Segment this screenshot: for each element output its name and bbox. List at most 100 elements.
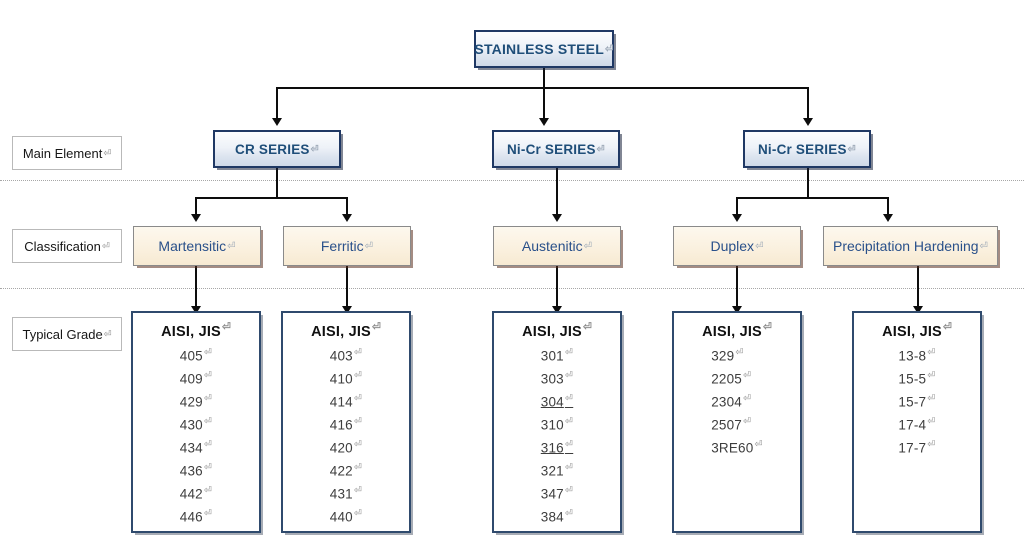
grade-item: 2205⏎ [711, 369, 752, 387]
node-duplex-label: Duplex [710, 238, 755, 254]
node-austenitic-label: Austenitic [521, 238, 583, 254]
grade-item: 431⏎ [329, 484, 363, 502]
connector-nicr2-to-ph [887, 197, 889, 216]
grade-box-duplex[interactable]: AISI, JIS⏎ 329⏎2205⏎2304⏎2507⏎3RE60⏎ [672, 311, 802, 533]
connector-nicr2-stem [807, 168, 809, 198]
connector-cr-stem [276, 168, 278, 198]
pilcrow-mark: ⏎ [203, 415, 213, 427]
pilcrow-mark: ⏎ [755, 240, 764, 252]
pilcrow-mark: ⏎ [564, 346, 574, 358]
pilcrow-mark: ⏎ [604, 43, 614, 55]
connector-nicr2-to-duplex [736, 197, 738, 216]
grade-item: 347⏎ [540, 484, 574, 502]
grade-item: 15-7⏎ [898, 392, 936, 410]
grade-item: 17-4⏎ [898, 415, 936, 433]
node-martensitic-label: Martensitic [158, 238, 227, 254]
connector-austenitic-to-grades [556, 266, 558, 308]
node-ferritic[interactable]: Ferritic⏎ [283, 226, 411, 266]
grade-item: 420⏎ [329, 438, 363, 456]
pilcrow-mark: ⏎ [596, 143, 605, 155]
grade-item: 416⏎ [329, 415, 363, 433]
grade-list: 13-8⏎15-5⏎15-7⏎17-4⏎17-7⏎ [898, 347, 935, 462]
grade-item: 301⏎ [540, 346, 574, 364]
grade-item: 403⏎ [329, 346, 363, 364]
connector-cr-to-ferritic [346, 197, 348, 216]
pilcrow-mark: ⏎ [564, 415, 574, 427]
pilcrow-mark: ⏎ [743, 392, 752, 404]
pilcrow-mark: ⏎ [353, 346, 363, 358]
node-duplex[interactable]: Duplex⏎ [673, 226, 801, 266]
pilcrow-mark: ⏎ [353, 461, 363, 473]
row-label-classification-text: Classification [24, 238, 101, 254]
grade-item: 3RE60⏎ [711, 438, 763, 456]
connector-cr-bus [196, 197, 348, 199]
pilcrow-mark: ⏎ [927, 415, 936, 427]
pilcrow-mark: ⏎ [103, 328, 112, 339]
node-ni-cr-series-2[interactable]: Ni-Cr SERIES⏎ [743, 130, 871, 168]
grade-box-martensitic[interactable]: AISI, JIS⏎ 405⏎409⏎429⏎430⏎434⏎436⏎442⏎4… [131, 311, 261, 533]
grade-item: 17-7⏎ [898, 438, 936, 456]
pilcrow-mark: ⏎ [564, 392, 574, 404]
pilcrow-mark: ⏎ [583, 240, 593, 252]
pilcrow-mark: ⏎ [735, 346, 744, 358]
pilcrow-mark: ⏎ [754, 438, 763, 450]
divider-main-element [0, 180, 1024, 181]
node-martensitic[interactable]: Martensitic⏎ [133, 226, 261, 266]
grade-item: 316⏎ [540, 438, 574, 456]
arrow-ph-to-grades [913, 306, 923, 314]
grade-item: 422⏎ [329, 461, 363, 479]
grade-header: AISI, JIS⏎ [882, 322, 952, 340]
node-ni-cr-series-1[interactable]: Ni-Cr SERIES⏎ [492, 130, 620, 168]
grade-item: 429⏎ [179, 392, 213, 410]
pilcrow-mark: ⏎ [364, 240, 374, 252]
pilcrow-mark: ⏎ [203, 484, 213, 496]
connector-cr-to-martensitic [195, 197, 197, 216]
grade-box-ferritic[interactable]: AISI, JIS⏎ 403⏎410⏎414⏎416⏎420⏎422⏎431⏎4… [281, 311, 411, 533]
connector-nicr2-bus [737, 197, 889, 199]
pilcrow-mark: ⏎ [927, 392, 936, 404]
pilcrow-mark: ⏎ [564, 369, 574, 381]
node-precipitation-hardening[interactable]: Precipitation Hardening⏎ [823, 226, 998, 266]
connector-duplex-to-grades [736, 266, 738, 308]
grade-item: 303⏎ [540, 369, 574, 387]
row-label-classification: Classification⏎ [12, 229, 122, 263]
arrow-martensitic-to-grades [191, 306, 201, 314]
pilcrow-mark: ⏎ [353, 484, 363, 496]
grade-list: 301⏎303⏎304⏎310⏎316⏎321⏎347⏎384⏎ [541, 347, 573, 531]
arrow-root-to-nicr2 [803, 118, 813, 126]
grade-item: 384⏎ [540, 507, 574, 525]
connector-root-to-cr [276, 87, 278, 120]
pilcrow-mark: ⏎ [310, 143, 319, 155]
grade-box-precipitation-hardening[interactable]: AISI, JIS⏎ 13-8⏎15-5⏎15-7⏎17-4⏎17-7⏎ [852, 311, 982, 533]
grade-list: 403⏎410⏎414⏎416⏎420⏎422⏎431⏎440⏎ [330, 347, 362, 531]
pilcrow-mark: ⏎ [743, 369, 752, 381]
node-stainless-steel[interactable]: STAINLESS STEEL⏎ [474, 30, 614, 68]
grade-item: 304⏎ [540, 392, 574, 410]
connector-root-to-nicr2 [807, 87, 809, 120]
node-precipitation-hardening-label: Precipitation Hardening [833, 238, 979, 254]
grade-item: 2507⏎ [711, 415, 752, 433]
grade-item: 410⏎ [329, 369, 363, 387]
pilcrow-mark: ⏎ [203, 346, 213, 358]
grade-header: AISI, JIS⏎ [522, 322, 592, 340]
pilcrow-mark: ⏎ [979, 240, 988, 252]
node-ni-cr-series-1-label: Ni-Cr SERIES [506, 141, 596, 157]
node-austenitic[interactable]: Austenitic⏎ [493, 226, 621, 266]
node-ni-cr-series-2-label: Ni-Cr SERIES [757, 141, 847, 157]
pilcrow-mark: ⏎ [564, 507, 574, 519]
arrow-cr-to-ferritic [342, 214, 352, 222]
connector-martensitic-to-grades [195, 266, 197, 308]
pilcrow-mark: ⏎ [227, 240, 236, 252]
arrow-cr-to-martensitic [191, 214, 201, 222]
pilcrow-mark: ⏎ [353, 438, 363, 450]
node-cr-series[interactable]: CR SERIES⏎ [213, 130, 341, 168]
pilcrow-mark: ⏎ [353, 507, 363, 519]
grade-box-austenitic[interactable]: AISI, JIS⏎ 301⏎303⏎304⏎310⏎316⏎321⏎347⏎3… [492, 311, 622, 533]
pilcrow-mark: ⏎ [564, 438, 574, 450]
divider-classification [0, 288, 1024, 289]
arrow-nicr2-to-duplex [732, 214, 742, 222]
arrow-nicr1-to-austenitic [552, 214, 562, 222]
grade-header: AISI, JIS⏎ [702, 322, 772, 340]
arrow-nicr2-to-ph [883, 214, 893, 222]
